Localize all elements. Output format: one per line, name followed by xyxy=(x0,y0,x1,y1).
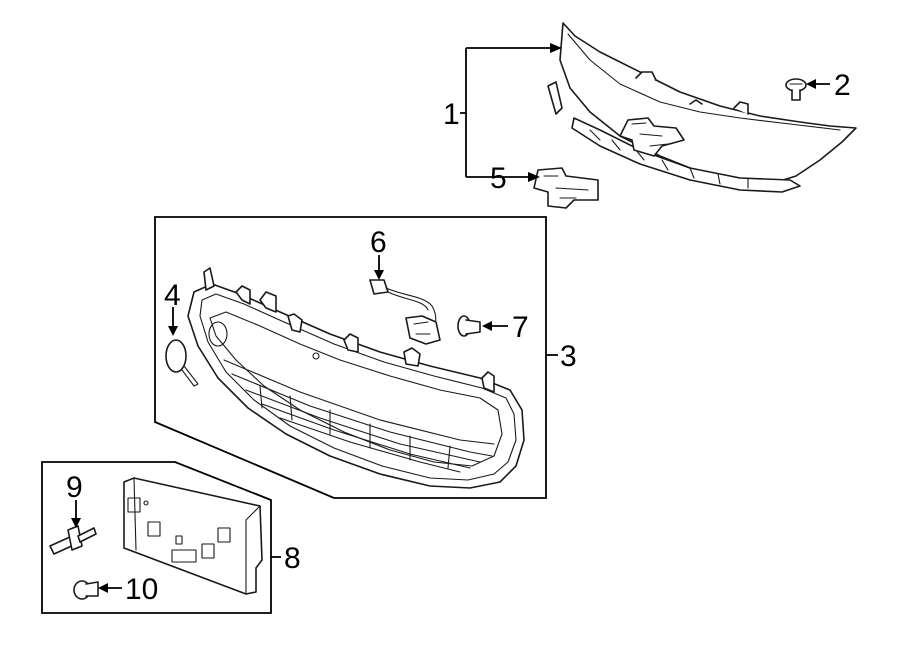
part-6-harness[interactable] xyxy=(369,279,441,345)
callout-10: 10 xyxy=(125,573,158,606)
bowtie-emblem-icon xyxy=(619,117,685,157)
callout-2: 2 xyxy=(834,69,851,102)
callout-1: 1 xyxy=(443,98,460,131)
part-9-rivet[interactable] xyxy=(49,525,97,555)
part-2-push-pin[interactable] xyxy=(785,78,807,101)
callout-6: 6 xyxy=(370,226,387,259)
part-10-screw[interactable] xyxy=(73,580,99,600)
part-3-lower-grille-box xyxy=(154,216,547,499)
callout-8: 8 xyxy=(284,542,301,575)
part-5-emblem[interactable] xyxy=(533,167,599,209)
callout-9: 9 xyxy=(66,471,83,504)
part-3-lower-grille[interactable] xyxy=(187,267,525,489)
leader-lines xyxy=(71,43,830,593)
callout-3: 3 xyxy=(560,340,577,373)
part-1-upper-grille[interactable] xyxy=(547,22,857,193)
callout-5: 5 xyxy=(490,162,507,195)
part-4-cap[interactable] xyxy=(165,339,199,387)
part-8-bracket[interactable] xyxy=(123,477,263,595)
part-7-push-pin[interactable] xyxy=(457,315,481,337)
callout-4: 4 xyxy=(164,279,181,312)
callout-7: 7 xyxy=(512,311,529,344)
